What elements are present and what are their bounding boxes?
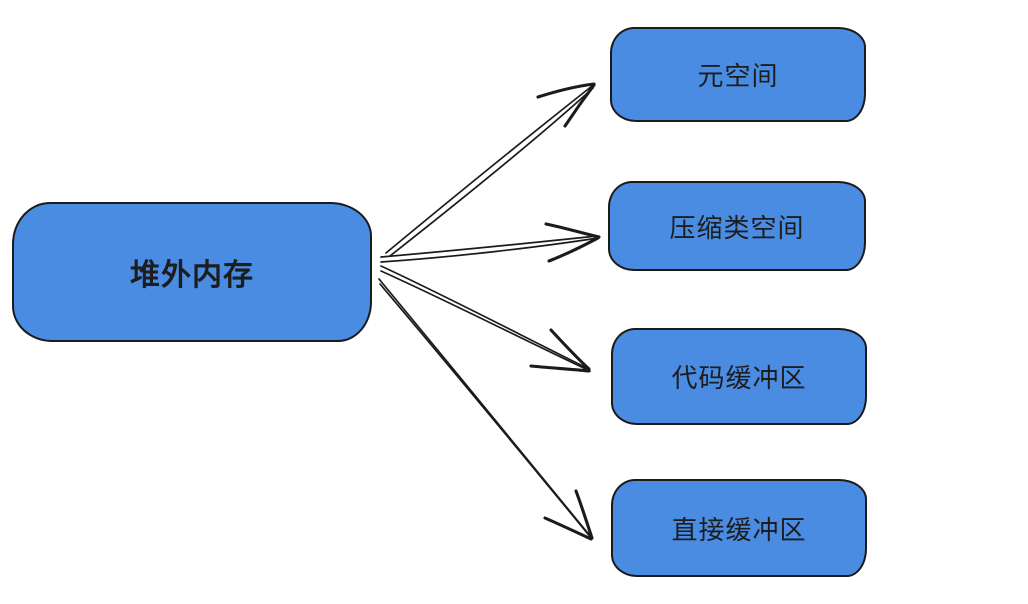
arrow-offheap-to-direct-buffer[interactable] — [378, 278, 594, 541]
node-compressed-class-space-label: 压缩类空间 — [669, 212, 805, 243]
arrow-offheap-to-compressed-class-space[interactable] — [380, 222, 601, 263]
node-compressed-class-space[interactable]: 压缩类空间 — [608, 181, 866, 271]
node-metaspace[interactable]: 元空间 — [610, 27, 866, 122]
node-direct-buffer[interactable]: 直接缓冲区 — [611, 479, 867, 577]
arrow-offheap-to-metaspace[interactable] — [385, 82, 596, 257]
node-code-buffer-label: 代码缓冲区 — [671, 363, 807, 393]
node-direct-buffer-label: 直接缓冲区 — [671, 514, 807, 545]
arrow-offheap-to-code-buffer[interactable] — [380, 265, 591, 373]
node-offheap-memory[interactable]: 堆外内存 — [12, 202, 372, 342]
node-code-buffer[interactable]: 代码缓冲区 — [611, 328, 867, 425]
node-offheap-memory-label: 堆外内存 — [130, 259, 254, 292]
node-metaspace-label: 元空间 — [697, 61, 779, 91]
